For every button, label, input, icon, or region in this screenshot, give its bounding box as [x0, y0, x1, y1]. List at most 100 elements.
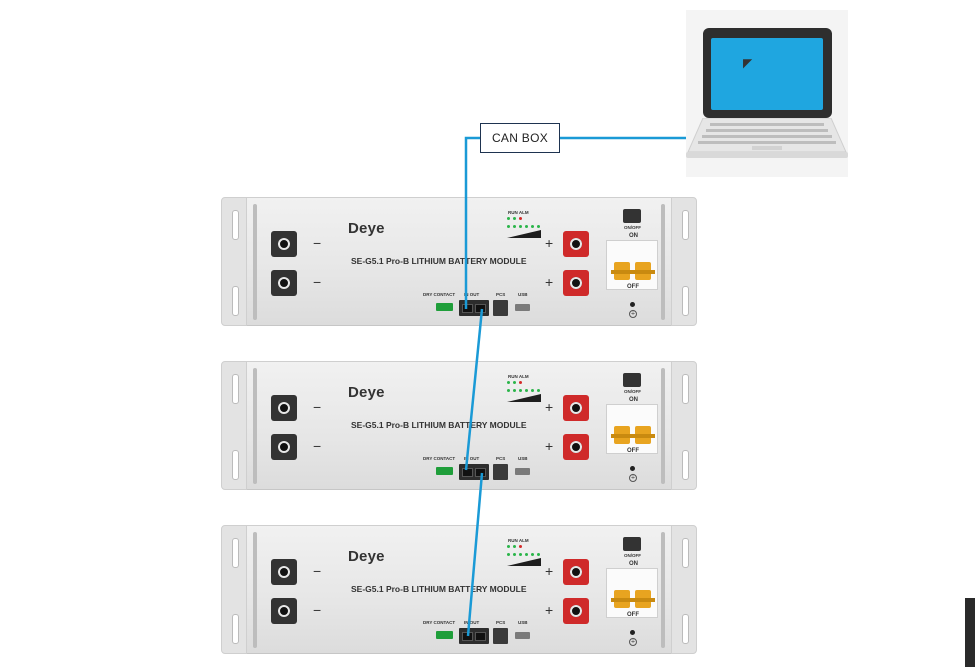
on-label: ON [629, 397, 638, 403]
brand-logo: Deye [348, 220, 385, 237]
laptop-keyboard-icon [686, 118, 848, 158]
negative-sign: − [313, 399, 322, 415]
pcs-port [493, 300, 508, 316]
module-front-panel: − − Deye SE-G5.1 Pro-B LITHIUM BATTERY M… [247, 197, 671, 326]
mount-ear-right [671, 525, 697, 654]
positive-terminal-1 [563, 231, 589, 257]
reset-hole [630, 630, 635, 635]
positive-sign: + [545, 399, 554, 415]
mount-ear-right [671, 361, 697, 490]
negative-terminal-2 [271, 598, 297, 624]
can-box: CAN BOX [480, 123, 560, 153]
usb-port [515, 468, 530, 475]
positive-terminal-1 [563, 395, 589, 421]
laptop-screen [711, 38, 823, 110]
off-label: OFF [627, 284, 639, 290]
module-front-panel: − − Deye SE-G5.1 Pro-B LITHIUM BATTERY M… [247, 525, 671, 654]
pcs-label: PCS [496, 456, 506, 461]
led-label: RUN ALM [508, 210, 529, 215]
usb-label: USB [518, 292, 528, 297]
led-row-top [507, 381, 522, 384]
dry-contact-label: DRY CONTACT [423, 456, 456, 461]
positive-terminal-2 [563, 434, 589, 460]
led-row-soc [507, 389, 540, 392]
mount-ear-left [221, 361, 247, 490]
ground-icon: ⏚ [629, 474, 637, 482]
positive-sign: + [545, 563, 554, 579]
dry-contact-label: DRY CONTACT [423, 620, 456, 625]
in-out-label: IN OUT [464, 292, 480, 297]
led-label: RUN ALM [508, 538, 529, 543]
pcs-label: PCS [496, 292, 506, 297]
negative-sign: − [313, 438, 322, 454]
battery-module-1: − − Deye SE-G5.1 Pro-B LITHIUM BATTERY M… [221, 197, 697, 326]
dry-contact-port [436, 303, 453, 311]
in-out-label: IN OUT [464, 620, 480, 625]
soc-ramp-icon [507, 394, 541, 402]
on-label: ON [629, 233, 638, 239]
soc-ramp-icon [507, 230, 541, 238]
model-label: SE-G5.1 Pro-B LITHIUM BATTERY MODULE [351, 584, 527, 594]
reset-hole [630, 302, 635, 307]
power-switch [623, 373, 641, 387]
usb-port [515, 304, 530, 311]
pcs-label: PCS [496, 620, 506, 625]
mount-ear-right [671, 197, 697, 326]
usb-port [515, 632, 530, 639]
negative-terminal-1 [271, 559, 297, 585]
dry-contact-label: DRY CONTACT [423, 292, 456, 297]
positive-sign: + [545, 235, 554, 251]
negative-terminal-2 [271, 434, 297, 460]
battery-module-3: − − Deye SE-G5.1 Pro-B LITHIUM BATTERY M… [221, 525, 697, 654]
ground-icon: ⏚ [629, 310, 637, 318]
onoff-label: ON/OFF [624, 553, 641, 558]
led-row-soc [507, 553, 540, 556]
usb-label: USB [518, 456, 528, 461]
circuit-breaker [606, 240, 658, 290]
led-label: RUN ALM [508, 374, 529, 379]
cursor-icon: ◤ [743, 56, 753, 70]
onoff-label: ON/OFF [624, 389, 641, 394]
circuit-breaker [606, 568, 658, 618]
pcs-port [493, 464, 508, 480]
led-row-top [507, 217, 522, 220]
can-in-out-port [459, 300, 489, 316]
negative-terminal-1 [271, 231, 297, 257]
in-out-label: IN OUT [464, 456, 480, 461]
brand-logo: Deye [348, 384, 385, 401]
positive-sign: + [545, 602, 554, 618]
mount-ear-left [221, 197, 247, 326]
model-label: SE-G5.1 Pro-B LITHIUM BATTERY MODULE [351, 420, 527, 430]
can-in-out-port [459, 628, 489, 644]
circuit-breaker [606, 404, 658, 454]
negative-sign: − [313, 274, 322, 290]
onoff-label: ON/OFF [624, 225, 641, 230]
corner-bar [965, 598, 975, 667]
positive-terminal-1 [563, 559, 589, 585]
can-in-out-port [459, 464, 489, 480]
ground-icon: ⏚ [629, 638, 637, 646]
power-switch [623, 537, 641, 551]
led-row-soc [507, 225, 540, 228]
usb-label: USB [518, 620, 528, 625]
negative-sign: − [313, 235, 322, 251]
mount-ear-left [221, 525, 247, 654]
positive-sign: + [545, 274, 554, 290]
module-front-panel: − − Deye SE-G5.1 Pro-B LITHIUM BATTERY M… [247, 361, 671, 490]
can-box-label: CAN BOX [491, 131, 549, 145]
model-label: SE-G5.1 Pro-B LITHIUM BATTERY MODULE [351, 256, 527, 266]
negative-sign: − [313, 563, 322, 579]
power-switch [623, 209, 641, 223]
positive-terminal-2 [563, 598, 589, 624]
dry-contact-port [436, 467, 453, 475]
pcs-port [493, 628, 508, 644]
negative-terminal-2 [271, 270, 297, 296]
off-label: OFF [627, 612, 639, 618]
negative-sign: − [313, 602, 322, 618]
positive-sign: + [545, 438, 554, 454]
positive-terminal-2 [563, 270, 589, 296]
off-label: OFF [627, 448, 639, 454]
negative-terminal-1 [271, 395, 297, 421]
soc-ramp-icon [507, 558, 541, 566]
